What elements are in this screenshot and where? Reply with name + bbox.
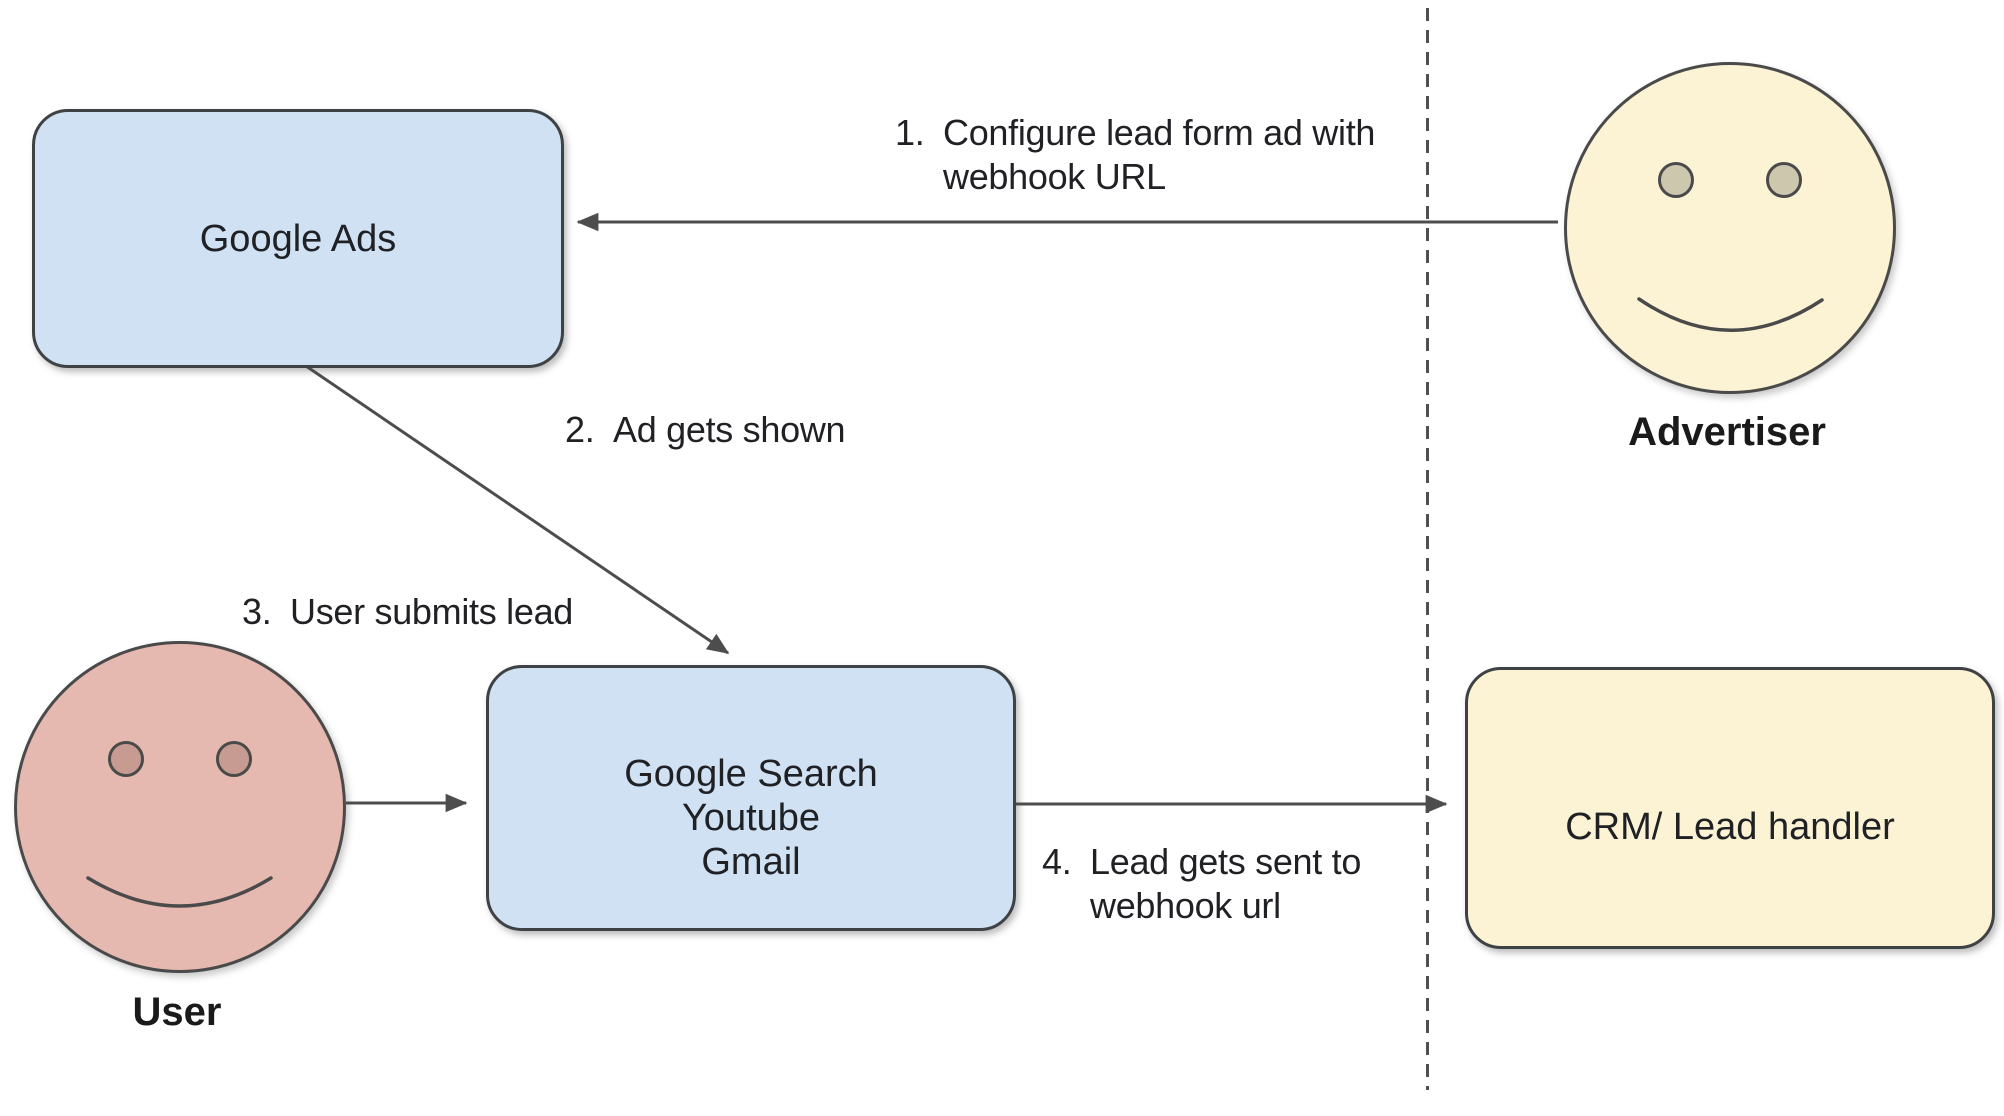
surface-line-google-search: Google Search — [624, 753, 878, 795]
surface-line-youtube: Youtube — [681, 797, 821, 839]
step-1-number: 1. — [895, 112, 925, 153]
advertiser-right-eye-icon — [1766, 162, 1802, 198]
user-face-icon — [14, 641, 346, 973]
google-ads-box: Google Ads — [32, 109, 564, 368]
user-label: User — [132, 990, 222, 1034]
google-ads-label: Google Ads — [199, 217, 397, 260]
dashed-separator-line — [1426, 8, 1429, 1090]
surface-line-gmail: Gmail — [701, 841, 801, 883]
user-right-eye-icon — [216, 741, 252, 777]
advertiser-face-icon — [1564, 62, 1896, 394]
advertiser-label: Advertiser — [1628, 410, 1826, 454]
step-3-text: User submits lead — [290, 591, 574, 632]
step-1-text: Configure lead form ad with webhook URL — [943, 112, 1376, 197]
google-surfaces-box: Google Search Youtube Gmail — [486, 665, 1016, 931]
advertiser-left-eye-icon — [1658, 162, 1694, 198]
step-2-text: Ad gets shown — [613, 409, 846, 450]
step-3-label: 3. User submits lead — [242, 590, 573, 634]
step-4-label: 4. Lead gets sent to webhook url — [1042, 840, 1361, 928]
user-smile-icon — [86, 876, 273, 908]
step-1-label: 1. Configure lead form ad with webhook U… — [895, 111, 1375, 199]
arrow-google-ads-to-surfaces — [302, 362, 730, 655]
step-2-label: 2. Ad gets shown — [565, 408, 846, 452]
advertiser-smile-icon — [1637, 297, 1824, 332]
step-3-number: 3. — [242, 591, 272, 632]
google-surfaces-label: Google Search Youtube Gmail — [624, 752, 878, 884]
crm-label: CRM/ Lead handler — [1565, 806, 1895, 848]
step-4-number: 4. — [1042, 841, 1072, 882]
crm-lead-handler-box: CRM/ Lead handler — [1465, 667, 1995, 949]
user-left-eye-icon — [108, 741, 144, 777]
step-2-number: 2. — [565, 409, 595, 450]
step-4-text: Lead gets sent to webhook url — [1090, 841, 1362, 926]
